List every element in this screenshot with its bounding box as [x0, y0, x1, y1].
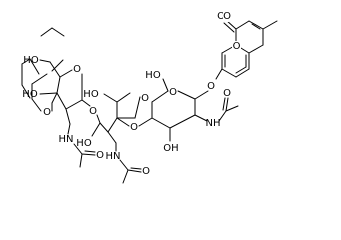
hydroxyl-r2-c3: HO [22, 89, 38, 100]
sugar-ring-4 [151, 78, 239, 142]
sugar-ring-3 [91, 92, 142, 184]
ring-oxygen-3: O [141, 93, 149, 104]
glycosidic-oxygen-aglycone: O [207, 81, 215, 92]
hydroxyl-r4-c3: OH [163, 143, 178, 154]
ring-oxygen-4: O [169, 87, 177, 98]
sugar-ring-1-core [40, 27, 65, 37]
structure-diagram: O O O O O HO NH O OH O [21, 11, 278, 184]
coumarin-carbonyl-oxygen-label: O [223, 11, 231, 22]
hydroxyl-r4-c6: HO [145, 70, 161, 81]
amide-nh-r4: NH [206, 118, 221, 129]
coumarin-carbonyl-oxygen: O [217, 11, 225, 22]
acetyl-oxygen-r4: O [223, 88, 231, 99]
amide-nh-r3: HN [106, 151, 121, 162]
coumarin-moiety [221, 19, 278, 78]
sugar-ring-2 [39, 59, 96, 168]
glycosidic-oxygen-1-2: O [43, 107, 51, 118]
acetyl-oxygen-r3: O [142, 166, 150, 177]
sugar-ring-1 [21, 58, 64, 112]
amide-nh-r2: HN [59, 134, 74, 145]
ring-oxygen-2: O [73, 64, 81, 75]
coumarin-ring-oxygen: O [233, 41, 241, 52]
hydroxyl-r3-c3: HO [76, 138, 92, 149]
acetyl-oxygen-r2: O [96, 150, 104, 161]
glycosidic-oxygen-2-3: O [89, 106, 97, 117]
glycosidic-oxygen-3-4: O [130, 122, 138, 133]
hydroxyl-r3-c6: HO [83, 89, 99, 100]
